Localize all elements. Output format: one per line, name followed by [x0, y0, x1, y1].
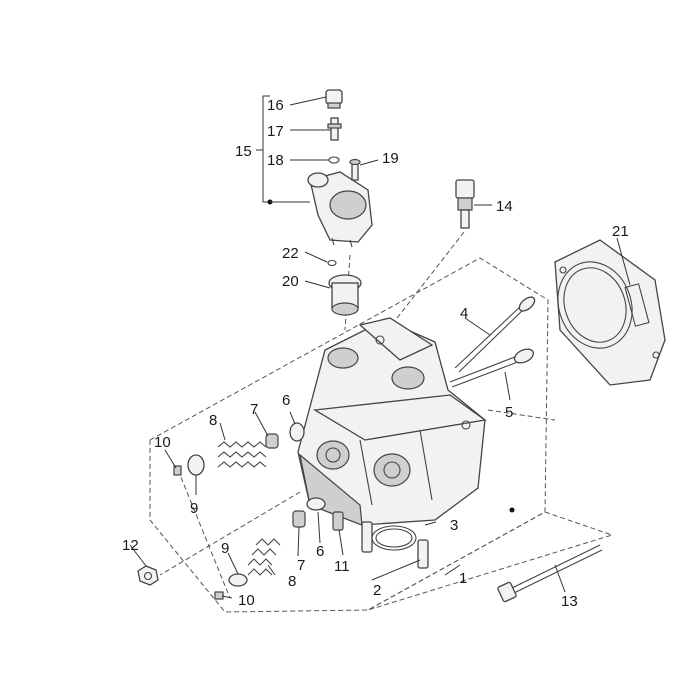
- valve-spring-lower-8: [247, 538, 281, 576]
- callout-10-upper: 10: [154, 434, 171, 451]
- callout-16: 16: [267, 97, 284, 114]
- bleed-screw-16: [325, 89, 343, 109]
- callout-17: 17: [267, 123, 284, 140]
- callout-1: 1: [459, 570, 467, 587]
- temperature-sensor-14: [455, 179, 475, 229]
- callout-bracket-15: [256, 95, 515, 513]
- leader-lines: [129, 96, 631, 599]
- callout-19: 19: [382, 150, 399, 167]
- o-ring-22: [327, 259, 337, 267]
- callout-18: 18: [267, 152, 284, 169]
- callout-21: 21: [612, 223, 629, 240]
- stud-11: [332, 511, 344, 531]
- dowel-pins-2: [361, 521, 429, 569]
- callout-3: 3: [450, 517, 458, 534]
- screw-19: [349, 158, 361, 181]
- callout-8-upper: 8: [209, 412, 217, 429]
- thermostat-housing: [307, 171, 373, 248]
- thermostat-20: [328, 274, 362, 316]
- callout-15: 15: [235, 143, 252, 160]
- callout-20: 20: [282, 273, 299, 290]
- callout-10-lower: 10: [238, 592, 255, 609]
- nut-12: [137, 565, 159, 586]
- bleed-valve-17: [327, 117, 342, 141]
- valve-spring-upper-8: [217, 441, 267, 468]
- spring-seat-upper-9: [187, 454, 205, 476]
- callout-11: 11: [334, 558, 350, 575]
- washer-lower-6: [306, 497, 326, 511]
- callout-13: 13: [561, 593, 578, 610]
- callout-7-upper: 7: [250, 401, 258, 418]
- callout-8-lower: 8: [288, 573, 296, 590]
- callout-6-lower: 6: [316, 543, 324, 560]
- callout-7-lower: 7: [297, 557, 305, 574]
- bolt-13: [497, 544, 603, 603]
- callout-14: 14: [496, 198, 513, 215]
- callout-9-upper: 9: [190, 500, 198, 517]
- o-ring-3: [371, 525, 417, 551]
- valve-keeper-upper-10: [173, 465, 182, 476]
- valve-keeper-lower-10: [214, 591, 224, 600]
- callout-labels: 1 2 3 4 5 6 6 7 7 8 8 9 9 10 10 11 12 13…: [122, 97, 629, 610]
- reference-dot: [509, 507, 515, 513]
- valve-seal-upper-7: [265, 433, 279, 449]
- callout-9-lower: 9: [221, 540, 229, 557]
- valve-4: [454, 296, 536, 373]
- head-gasket: [554, 239, 666, 386]
- valve-seal-lower-7: [292, 510, 306, 528]
- callout-5: 5: [505, 404, 513, 421]
- callout-22: 22: [282, 245, 299, 262]
- callout-6-upper: 6: [282, 392, 290, 409]
- spring-seat-lower-9: [228, 573, 248, 587]
- callout-12: 12: [122, 537, 139, 554]
- callout-2: 2: [373, 582, 381, 599]
- washer-upper-6: [289, 422, 305, 442]
- washer-18: [328, 156, 340, 164]
- cylinder-head: [297, 317, 487, 526]
- callout-4: 4: [460, 305, 468, 322]
- valve-5: [449, 348, 535, 388]
